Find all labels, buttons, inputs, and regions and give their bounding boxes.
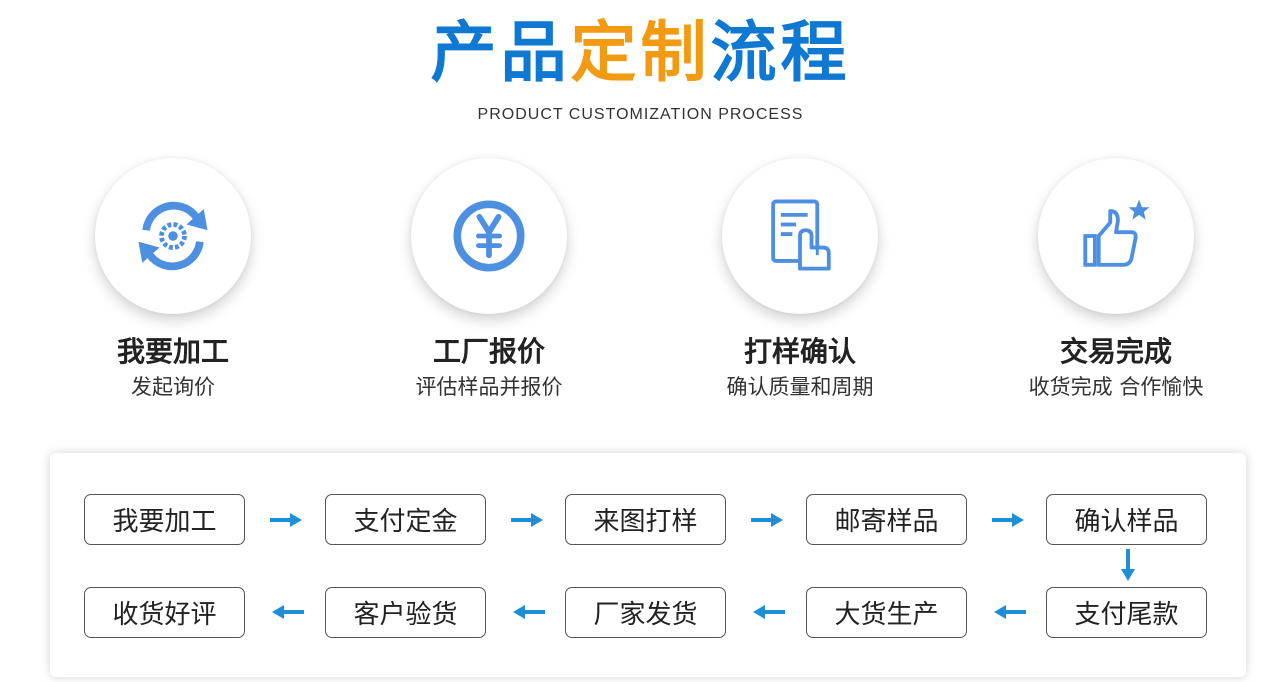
step-4-circle bbox=[1038, 158, 1194, 314]
flow-box-6: 支付尾款 bbox=[1046, 587, 1207, 638]
step-1-title: 我要加工 bbox=[116, 335, 229, 368]
title-part-2: 定制 bbox=[570, 14, 711, 91]
step-3-subtitle: 确认质量和周期 bbox=[726, 375, 874, 399]
gear-refresh-icon bbox=[138, 201, 208, 271]
title-part-1: 产品 bbox=[430, 14, 571, 91]
arrow-left-icon bbox=[272, 605, 304, 619]
flow-box-5: 确认样品 bbox=[1046, 494, 1207, 545]
page-subtitle: PRODUCT CUSTOMIZATION PROCESS bbox=[477, 106, 804, 123]
arrow-right-icon bbox=[511, 513, 543, 527]
thumbs-up-star-icon bbox=[1083, 199, 1150, 267]
arrow-right-icon bbox=[751, 513, 783, 527]
flow-box-7: 大货生产 bbox=[806, 587, 967, 638]
step-3-circle bbox=[722, 158, 878, 314]
step-2: 工厂报价 评估样品并报价 bbox=[339, 158, 639, 402]
arrow-left-icon bbox=[513, 605, 545, 619]
page-title: 产品定制流程 bbox=[0, 8, 1281, 98]
arrow-right-icon bbox=[270, 513, 302, 527]
arrow-right-icon bbox=[992, 513, 1024, 527]
step-2-subtitle: 评估样品并报价 bbox=[415, 375, 563, 399]
step-3: 打样确认 确认质量和周期 bbox=[650, 158, 950, 402]
flow-box-2: 支付定金 bbox=[325, 494, 486, 545]
flow-box-8: 厂家发货 bbox=[565, 587, 726, 638]
step-2-circle bbox=[411, 158, 567, 314]
arrow-left-icon bbox=[994, 605, 1026, 619]
arrow-down-icon bbox=[1121, 549, 1135, 581]
document-hand-icon bbox=[771, 199, 831, 271]
arrow-left-icon bbox=[753, 605, 785, 619]
step-4-subtitle: 收货完成 合作愉快 bbox=[1028, 375, 1204, 399]
step-1: 我要加工 发起询价 bbox=[23, 158, 323, 402]
flow-box-1: 我要加工 bbox=[84, 494, 245, 545]
title-part-3: 流程 bbox=[710, 14, 851, 91]
step-4: 交易完成 收货完成 合作愉快 bbox=[966, 158, 1266, 402]
step-1-circle bbox=[95, 158, 251, 314]
step-1-subtitle: 发起询价 bbox=[131, 375, 215, 399]
flow-panel bbox=[50, 453, 1246, 677]
flow-box-10: 收货好评 bbox=[84, 587, 245, 638]
yuan-coin-icon bbox=[453, 200, 525, 272]
flow-box-9: 客户验货 bbox=[325, 587, 486, 638]
step-2-title: 工厂报价 bbox=[432, 335, 545, 368]
step-3-title: 打样确认 bbox=[743, 335, 856, 368]
flow-box-4: 邮寄样品 bbox=[806, 494, 967, 545]
step-4-title: 交易完成 bbox=[1059, 335, 1172, 368]
flow-box-3: 来图打样 bbox=[565, 494, 726, 545]
